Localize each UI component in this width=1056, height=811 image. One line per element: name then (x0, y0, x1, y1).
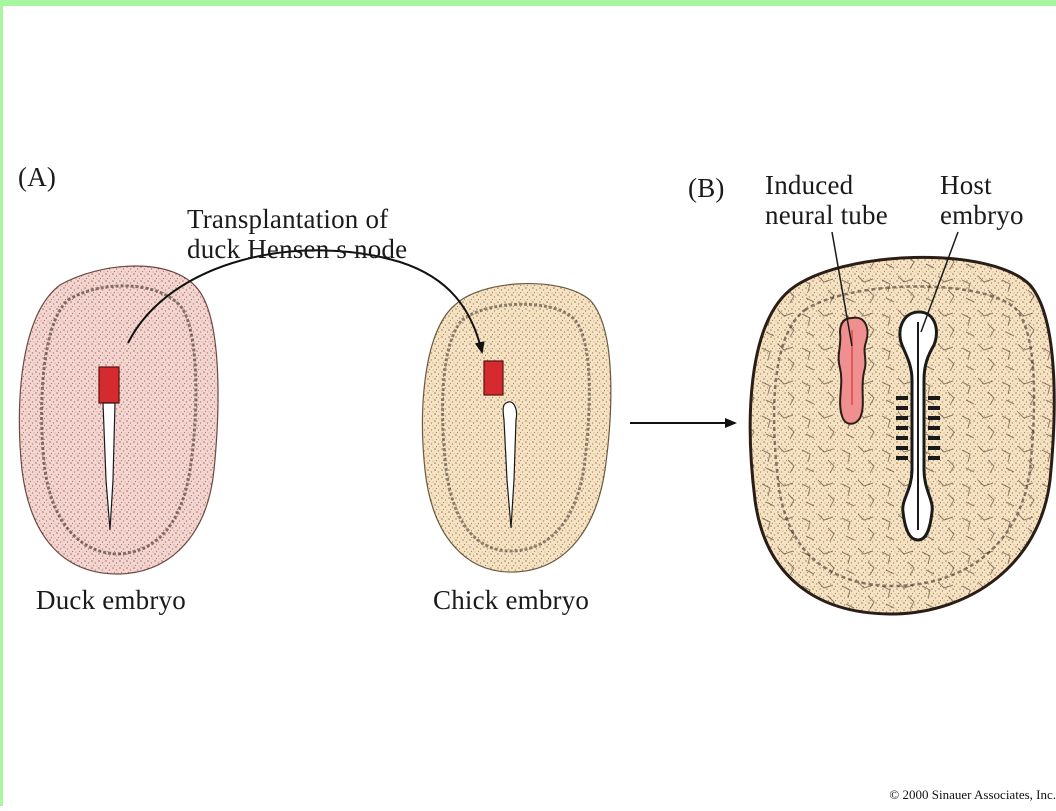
chick-embryo-drawing (423, 284, 611, 573)
duck-embryo-drawing (19, 266, 218, 574)
host-embryo-caption: Host embryo (940, 170, 1024, 230)
duck-hensens-node (99, 367, 119, 403)
induced-neural-tube (839, 318, 868, 424)
host-embryo-drawing (750, 232, 1054, 614)
transplant-caption: Transplantation of duck Hensen s node (187, 204, 407, 264)
copyright-notice: © 2000 Sinauer Associates, Inc. (889, 787, 1056, 803)
panel-b-label: (B) (688, 173, 725, 203)
panel-a-label: (A) (18, 162, 56, 192)
duck-embryo-caption: Duck embryo (36, 585, 186, 615)
chick-embryo-caption: Chick embryo (433, 585, 589, 615)
grafted-node (484, 361, 503, 395)
induced-caption: Induced neural tube (765, 170, 888, 230)
